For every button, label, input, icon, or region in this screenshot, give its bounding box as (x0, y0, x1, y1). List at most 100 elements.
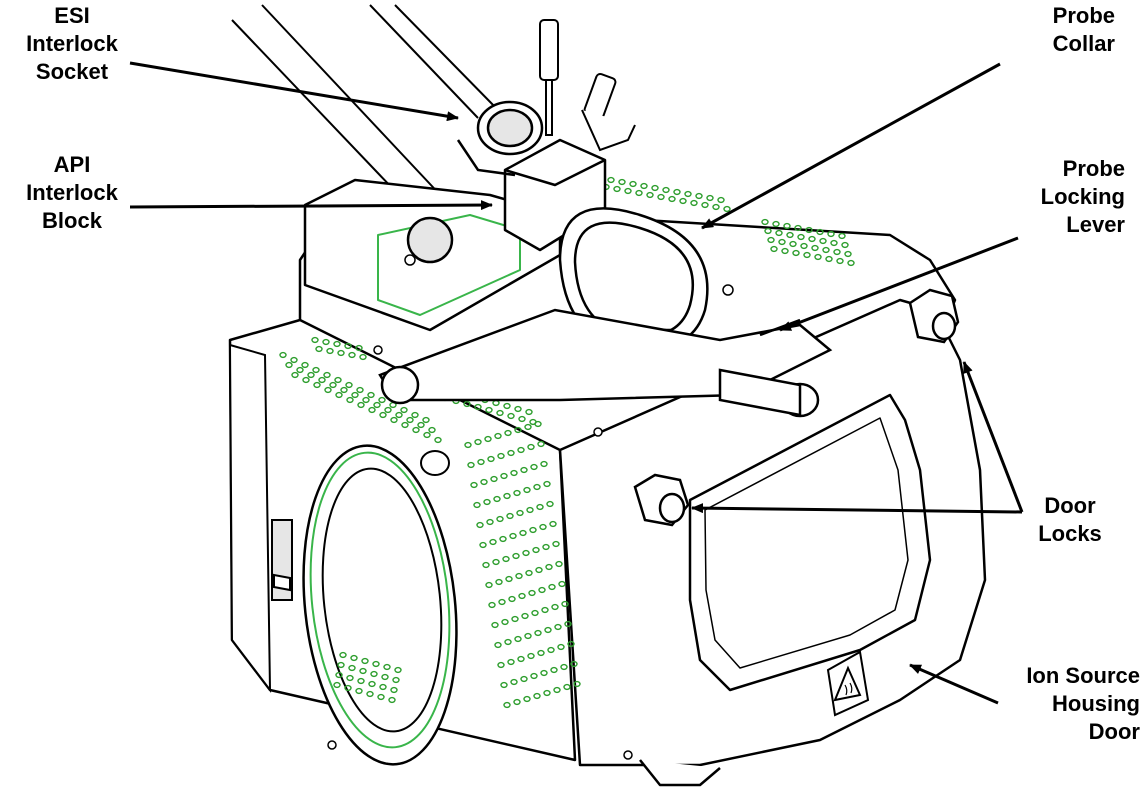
left-side-strip (228, 343, 293, 694)
vent-hole (540, 460, 548, 468)
label-line: Interlock (26, 31, 118, 56)
vent-hole (504, 638, 512, 646)
vent-hole (524, 423, 532, 431)
vent-hole (545, 563, 553, 571)
vent-hole (368, 406, 376, 414)
vent-hole (767, 236, 775, 244)
vent-hole (540, 669, 548, 677)
vent-hole (494, 432, 502, 440)
vent-hole (480, 478, 488, 486)
vent-hole (786, 231, 794, 239)
vent-hole (515, 572, 523, 580)
vent-hole (554, 623, 562, 631)
vent-hole (377, 693, 385, 701)
vent-hole (357, 677, 365, 685)
vent-hole (485, 406, 493, 414)
vent-hole (296, 366, 304, 374)
vent-hole (544, 626, 552, 634)
vent-hole (520, 466, 528, 474)
vent-hole (324, 386, 332, 394)
label-door-locks: Door Locks (1020, 492, 1120, 548)
vent-hole (422, 416, 430, 424)
vent-hole (491, 621, 499, 629)
vent-hole (507, 449, 515, 457)
vent-hole (770, 245, 778, 253)
vent-hole (392, 676, 400, 684)
vent-hole (537, 649, 545, 657)
vent-hole (524, 632, 532, 640)
vent-hole (501, 618, 509, 626)
vent-hole (423, 431, 431, 439)
vent-hole (388, 696, 396, 704)
vent-hole (517, 655, 525, 663)
vent-hole (344, 684, 352, 692)
vent-hole (543, 689, 551, 697)
leader-ion-source-housing-door (909, 663, 999, 705)
label-line: Door (1088, 719, 1140, 744)
vent-hole (379, 411, 387, 419)
vent-hole (395, 411, 403, 419)
vent-hole (498, 598, 506, 606)
vent-hole (543, 480, 551, 488)
vent-hole (502, 555, 510, 563)
vent-hole (355, 687, 363, 695)
vent-hole (529, 526, 537, 534)
vent-hole (467, 461, 475, 469)
vent-hole (383, 663, 391, 671)
tubing (231, 4, 499, 213)
leader-door-lock-left (691, 503, 1023, 514)
front-panel-knob (420, 450, 450, 476)
vent-hole (326, 347, 334, 355)
vent-hole (359, 353, 367, 361)
vent-hole (313, 381, 321, 389)
vent-hole (673, 188, 681, 196)
vent-hole (497, 661, 505, 669)
vent-hole (811, 244, 819, 252)
vent-hole (496, 515, 504, 523)
vent-hole (816, 228, 824, 236)
vent-hole (503, 492, 511, 500)
vent-hole (535, 566, 543, 574)
vent-hole (493, 495, 501, 503)
vent-hole (607, 176, 615, 184)
vent-hole (334, 376, 342, 384)
vent-hole (564, 620, 572, 628)
vent-hole (573, 680, 581, 688)
vent-hole (513, 489, 521, 497)
vent-hole (825, 255, 833, 263)
vent-hole (381, 673, 389, 681)
vent-hole (307, 371, 315, 379)
vent-hole (500, 472, 508, 480)
vent-hole (525, 408, 533, 416)
label-line: Socket (35, 59, 109, 84)
vent-hole (503, 701, 511, 709)
vent-hole (486, 518, 494, 526)
vent-hole (527, 443, 535, 451)
vent-hole (529, 418, 537, 426)
label-line: Housing (1052, 691, 1140, 716)
vent-hole (723, 205, 731, 213)
vent-hole (335, 391, 343, 399)
vent-hole (792, 249, 800, 257)
vent-hole (340, 386, 348, 394)
vent-hole (781, 247, 789, 255)
vent-hole (503, 402, 511, 410)
leader-door-lock-right (962, 361, 1024, 513)
vent-hole (315, 345, 323, 353)
vent-hole (841, 241, 849, 249)
vent-hole (311, 336, 319, 344)
vent-hole (532, 546, 540, 554)
label-line: Interlock (26, 180, 118, 205)
vent-hole (411, 411, 419, 419)
label-line: Block (42, 208, 102, 233)
vent-hole (345, 381, 353, 389)
vent-holes (279, 174, 855, 709)
vent-hole (361, 657, 369, 665)
vent-hole (805, 226, 813, 234)
vent-hole (844, 250, 852, 258)
vent-hole (635, 189, 643, 197)
vent-hole (482, 561, 490, 569)
vent-hole (668, 195, 676, 203)
